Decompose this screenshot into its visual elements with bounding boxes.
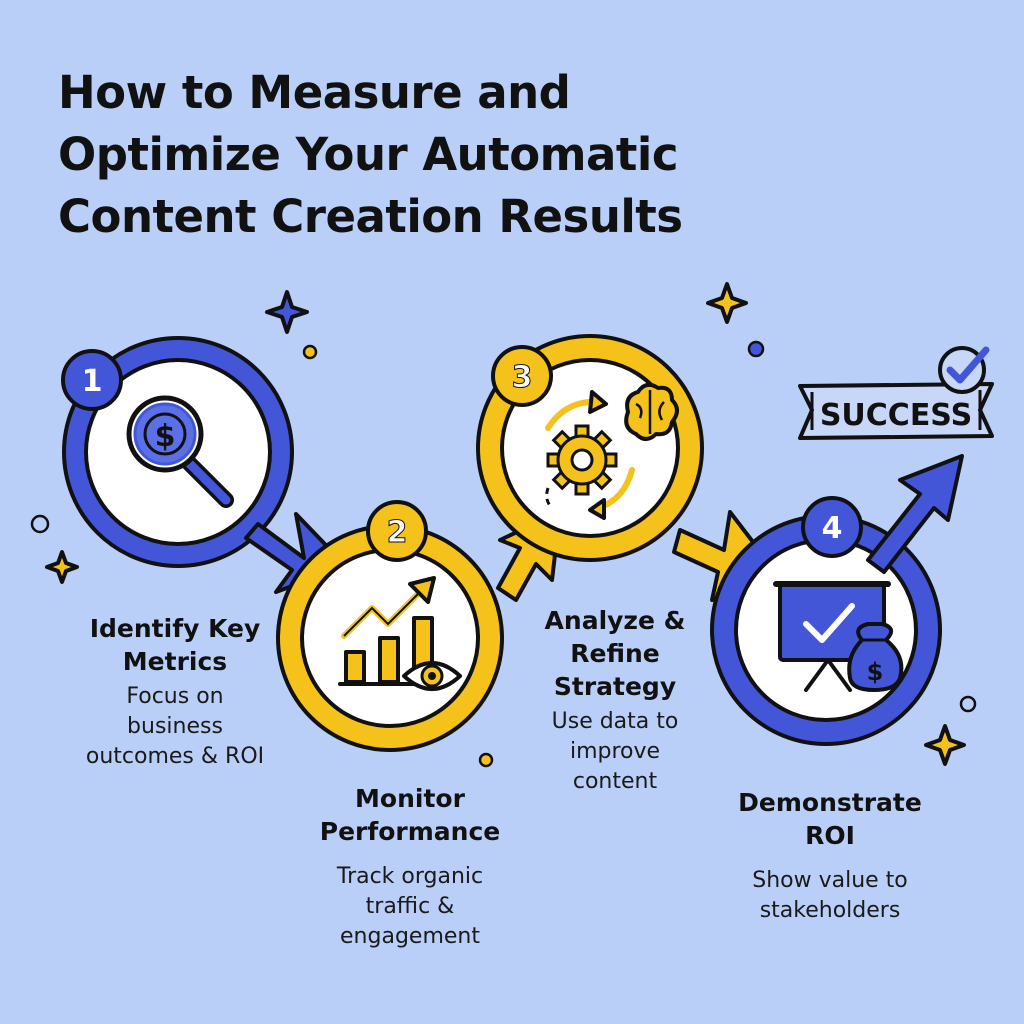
- title-line-2: Optimize Your Automatic: [58, 128, 679, 181]
- step-3-number-badge: 3: [491, 345, 553, 407]
- step-3-desc-line-1: Use data to: [551, 709, 679, 734]
- page-title: How to Measure and Optimize Your Automat…: [58, 62, 958, 248]
- sparkle-icon: [924, 724, 966, 766]
- step-2-number-badge: 2: [366, 500, 428, 562]
- step-4-desc-line-2: stakeholders: [759, 898, 901, 923]
- check-circle-icon: [938, 346, 990, 394]
- step-4-label: Demonstrate ROI Show value to stakeholde…: [720, 786, 940, 926]
- step-4-title-line-1: Demonstrate: [738, 788, 922, 817]
- step-2-desc-line-2: traffic &: [365, 894, 455, 919]
- step-1-number: 1: [82, 364, 103, 399]
- sparkle-icon: [45, 550, 79, 584]
- step-1-desc-line-2: business: [127, 714, 223, 739]
- step-2-desc-line-1: Track organic: [336, 864, 484, 889]
- sparkle-icon: [265, 290, 309, 334]
- step-3-title-line-1: Analyze &: [544, 606, 686, 635]
- step-1-number-badge: 1: [61, 349, 123, 411]
- step-2-label: Monitor Performance Track organic traffi…: [300, 782, 520, 952]
- money-bag-icon: $: [847, 622, 904, 692]
- step-1-label: Identify Key Metrics Focus on business o…: [60, 612, 290, 772]
- chart-growth-eye-icon: [338, 576, 462, 691]
- step-2-title-line-1: Monitor: [355, 784, 465, 813]
- step-3-title-line-3: Strategy: [553, 672, 677, 701]
- dot-decoration: [478, 752, 494, 768]
- step-4-number: 4: [822, 511, 843, 546]
- dot-decoration: [302, 344, 318, 360]
- dot-decoration: [959, 695, 977, 713]
- arrow-to-success: [866, 454, 964, 574]
- svg-text:$: $: [867, 658, 884, 686]
- step-3-desc-line-3: content: [572, 769, 658, 794]
- svg-text:$: $: [155, 419, 176, 454]
- step-1-desc-line-1: Focus on: [126, 684, 224, 709]
- step-1-title-line-2: Metrics: [122, 647, 228, 676]
- dot-decoration: [30, 514, 50, 534]
- step-1-title-line-1: Identify Key: [89, 614, 261, 643]
- presentation-moneybag-icon: $: [773, 581, 904, 692]
- step-2-title-line-2: Performance: [319, 817, 501, 846]
- step-4-number-badge: 4: [801, 496, 863, 558]
- step-3-desc-line-2: improve: [569, 739, 661, 764]
- step-3-title-line-2: Refine: [570, 639, 660, 668]
- success-banner: SUCCESS: [798, 346, 994, 440]
- step-2-number: 2: [387, 515, 408, 550]
- decorations: [30, 282, 977, 768]
- gear-brain-cycle-icon: [545, 382, 679, 520]
- step-2-desc-line-3: engagement: [340, 924, 480, 949]
- step-3-label: Analyze & Refine Strategy Use data to im…: [525, 604, 705, 797]
- magnifier-dollar-icon: $: [126, 395, 234, 508]
- title-line-3: Content Creation Results: [58, 190, 683, 243]
- sparkle-icon: [706, 282, 748, 324]
- step-3-number: 3: [512, 360, 533, 395]
- step-4-title-line-2: ROI: [805, 821, 855, 850]
- step-1-desc-line-3: outcomes & ROI: [85, 744, 265, 769]
- brain-icon: [624, 382, 679, 441]
- step-4-desc-line-1: Show value to: [752, 868, 908, 893]
- title-line-1: How to Measure and: [58, 66, 571, 119]
- dot-decoration: [747, 340, 765, 358]
- success-label: SUCCESS: [820, 398, 972, 433]
